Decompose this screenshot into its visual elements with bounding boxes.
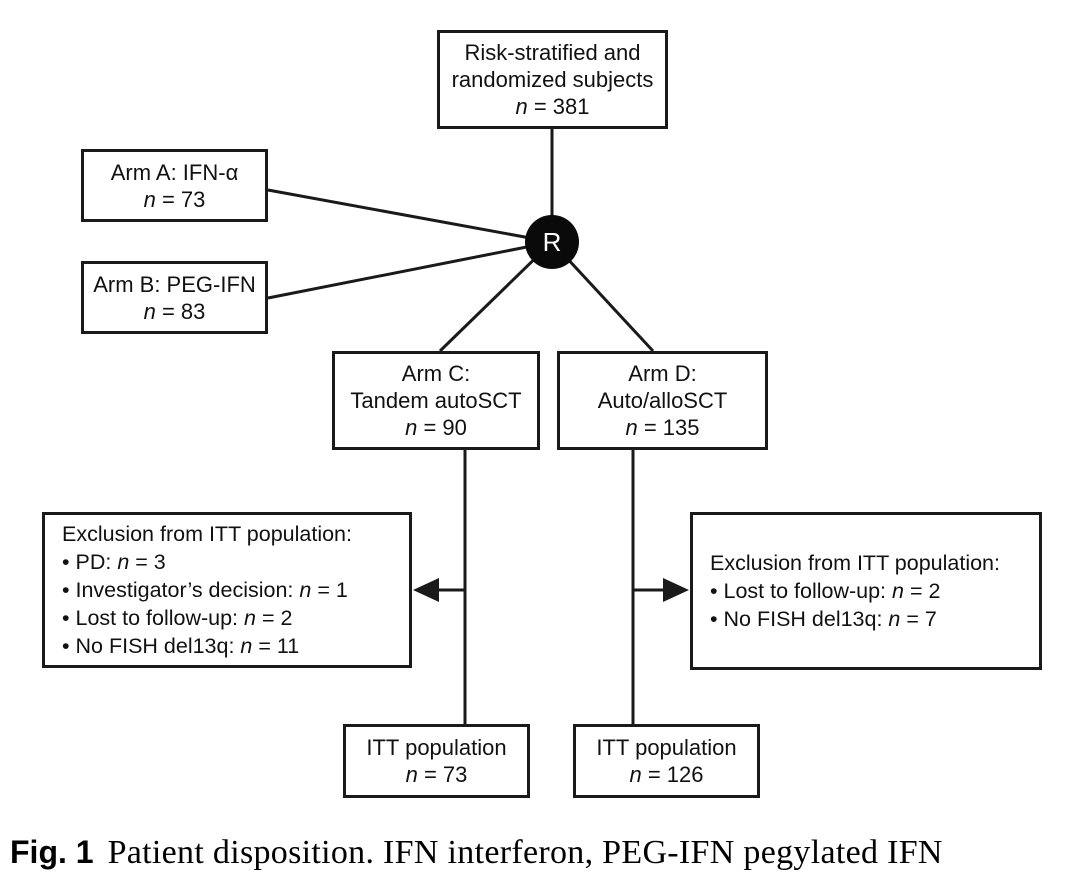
box-n-line: n = 83 — [144, 298, 206, 325]
box-arm-c: Arm C: Tandem autoSCT n = 90 — [332, 351, 540, 450]
box-arm-d: Arm D: Auto/alloSCT n = 135 — [557, 351, 768, 450]
exclusion-item: • PD: n = 3 — [62, 548, 405, 576]
line-r-to-arm-a — [267, 188, 553, 244]
n-value: = 381 — [527, 94, 590, 119]
exclusion-item: • Lost to follow-up: n = 2 — [62, 604, 405, 632]
randomization-node: R — [525, 215, 579, 269]
box-text-line: ITT population — [596, 735, 737, 760]
n-value: = 1 — [311, 578, 348, 602]
exclusion-title: Exclusion from ITT population: — [710, 551, 1000, 575]
figure-caption-text: Patient disposition. IFN interferon, PEG… — [107, 834, 943, 871]
n-symbol: n — [625, 415, 638, 440]
arrowhead-right-icon — [663, 578, 689, 602]
n-value: = 73 — [417, 762, 468, 787]
box-n-line: n = 135 — [625, 414, 699, 441]
exclusion-item: • No FISH del13q: n = 7 — [710, 605, 1035, 633]
arrowhead-left-icon — [413, 578, 439, 602]
item-label: • Lost to follow-up: — [62, 606, 245, 630]
box-itt-right: ITT population n = 126 — [573, 724, 760, 798]
box-exclusion-right: Exclusion from ITT population: • Lost to… — [690, 512, 1042, 670]
box-n-line: n = 73 — [144, 186, 206, 213]
n-symbol: n — [629, 762, 642, 787]
box-text-line: Arm B: PEG-IFN — [93, 271, 256, 297]
n-symbol: n — [117, 550, 130, 574]
box-text-line: Risk-stratified and — [464, 40, 641, 65]
n-symbol: n — [143, 298, 156, 324]
n-value: = 126 — [641, 762, 704, 787]
item-label: • Investigator’s decision: — [62, 578, 300, 602]
n-symbol: n — [143, 186, 156, 212]
n-value: = 90 — [417, 415, 467, 440]
n-value: = 83 — [155, 298, 206, 324]
n-value: = 2 — [903, 579, 941, 603]
box-text-line: randomized subjects — [451, 67, 654, 92]
box-itt-left: ITT population n = 73 — [343, 724, 530, 798]
item-label: • No FISH del13q: — [62, 634, 241, 658]
item-label: • No FISH del13q: — [710, 607, 889, 631]
n-value: = 2 — [255, 606, 293, 630]
exclusion-title: Exclusion from ITT population: — [62, 522, 352, 546]
box-n-line: n = 90 — [405, 414, 467, 441]
box-text-line: Arm A: IFN-α — [110, 159, 239, 185]
n-symbol: n — [892, 579, 904, 603]
box-arm-a: Arm A: IFN-α n = 73 — [81, 149, 268, 222]
n-value: = 11 — [252, 634, 300, 658]
box-text-line: Auto/alloSCT — [597, 388, 728, 413]
box-text-line: Tandem autoSCT — [350, 388, 522, 413]
box-n-line: n = 73 — [406, 761, 468, 788]
n-value: = 3 — [129, 550, 166, 574]
box-arm-b: Arm B: PEG-IFN n = 83 — [81, 261, 268, 334]
n-symbol: n — [515, 94, 528, 119]
n-value: = 73 — [155, 186, 206, 212]
figure-caption: Fig. 1 Patient disposition. IFN interfero… — [10, 834, 1076, 872]
n-value: = 135 — [637, 415, 700, 440]
n-symbol: n — [244, 606, 256, 630]
exclusion-item: • Lost to follow-up: n = 2 — [710, 577, 1035, 605]
exclusion-item: • Investigator’s decision: n = 1 — [62, 576, 405, 604]
n-symbol: n — [405, 762, 418, 787]
box-text-line: Arm C: — [401, 361, 471, 386]
n-symbol: n — [299, 578, 312, 602]
line-r-to-arm-b — [267, 240, 553, 300]
item-label: • Lost to follow-up: — [710, 579, 893, 603]
box-text-line: Arm D: — [628, 361, 697, 386]
box-randomized-subjects: Risk-stratified and randomized subjects … — [437, 30, 668, 129]
box-n-line: n = 126 — [629, 761, 703, 788]
box-exclusion-left: Exclusion from ITT population: • PD: n =… — [42, 512, 412, 668]
exclusion-item: • No FISH del13q: n = 11 — [62, 632, 405, 660]
box-text-line: ITT population — [366, 735, 507, 760]
n-value: = 7 — [900, 607, 937, 631]
n-symbol: n — [405, 415, 418, 440]
n-symbol: n — [240, 634, 253, 658]
n-symbol: n — [888, 607, 901, 631]
item-label: • PD: — [62, 550, 118, 574]
figure-label: Fig. 1 — [10, 834, 94, 870]
box-n-line: n = 381 — [515, 93, 589, 120]
